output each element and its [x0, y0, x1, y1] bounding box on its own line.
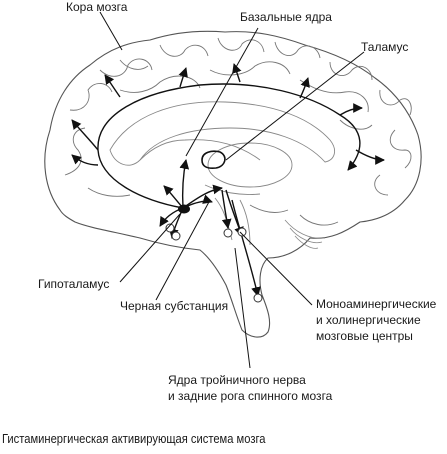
brain-outline — [44, 30, 422, 338]
nuclei-circles — [165, 223, 263, 303]
label-trigeminal-1: Ядра тройничного нерва — [168, 373, 306, 387]
label-monoaminergic-1: Моноаминергические — [316, 297, 437, 311]
cerebellum — [284, 219, 326, 249]
label-cortex: Кора мозга — [66, 0, 128, 14]
projection-pathways — [71, 63, 385, 297]
label-thalamus: Таламус — [361, 40, 409, 54]
thalamus-nucleus — [201, 150, 226, 169]
label-monoaminergic-3: мозговые центры — [316, 329, 413, 343]
brain-gyri — [64, 37, 412, 226]
figure-caption: Гистаминергическая активирующая система … — [2, 431, 266, 446]
label-hypothalamus: Гипоталамус — [38, 277, 110, 291]
tuberomammillary-nucleus — [178, 204, 190, 214]
inner-structures — [109, 101, 336, 246]
label-substantia-nigra: Черная субстанция — [120, 299, 229, 313]
label-basal-nuclei: Базальные ядра — [240, 10, 332, 24]
leader-lines — [99, 11, 365, 369]
label-monoaminergic-2: и холинергические — [316, 313, 421, 327]
label-trigeminal-2: и задние рога спинного мозга — [168, 389, 333, 403]
